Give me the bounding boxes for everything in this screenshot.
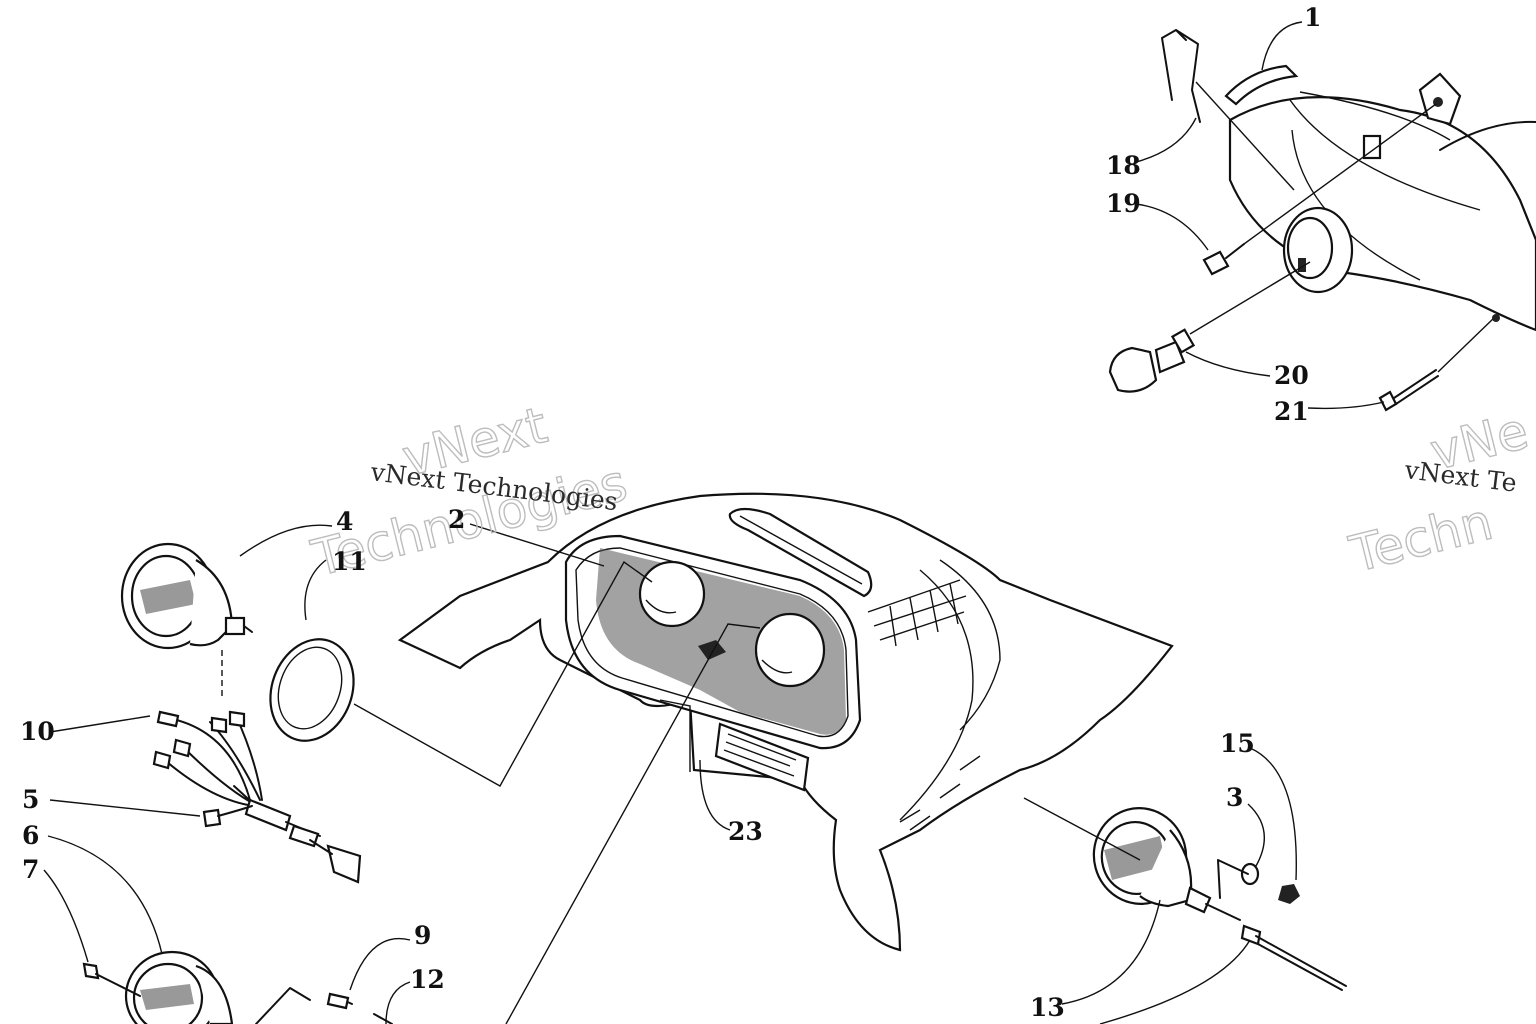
wiring-harness (152, 650, 362, 884)
callout-5: 5 (22, 785, 39, 814)
callout-4: 4 (336, 507, 353, 536)
callout-3: 3 (1226, 783, 1243, 812)
gauge-lower-left (82, 950, 393, 1024)
bezel-ring (269, 638, 355, 742)
headlight-assembly (1108, 29, 1536, 412)
callout-12: 12 (410, 965, 445, 994)
gauge-right (1023, 797, 1347, 991)
callout-15: 15 (1220, 729, 1255, 758)
callout-21: 21 (1274, 397, 1309, 426)
callout-6: 6 (22, 821, 39, 850)
callout-2: 2 (448, 505, 465, 534)
callout-20: 20 (1274, 361, 1309, 390)
callout-13: 13 (1030, 993, 1065, 1022)
callout-9: 9 (414, 921, 431, 950)
callout-7: 7 (22, 855, 39, 884)
callout-11: 11 (332, 547, 367, 576)
callout-10: 10 (20, 717, 55, 746)
callout-19: 19 (1106, 189, 1141, 218)
watermark: vNext Technologies vNext Technologies vN… (305, 395, 1534, 588)
callout-1: 1 (1304, 3, 1321, 32)
gauge-upper-left (120, 542, 253, 650)
callouts: 1 2 3 4 5 6 7 9 10 11 12 13 15 18 19 20 … (20, 3, 1321, 1022)
leader-lines (43, 21, 1385, 1024)
callout-18: 18 (1106, 151, 1141, 180)
dash-panel (397, 492, 1174, 952)
watermark-big-right-line2: Techn (1344, 493, 1498, 584)
callout-23: 23 (728, 817, 763, 846)
